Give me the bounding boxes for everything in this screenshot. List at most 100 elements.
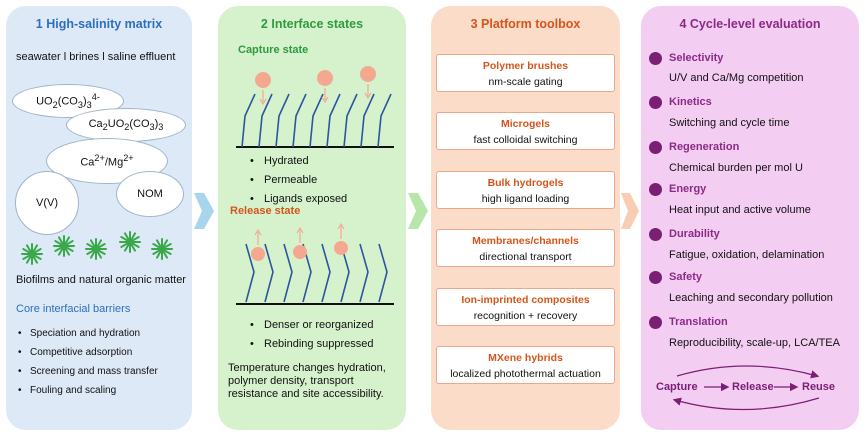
zigzag-chain-icon [343,93,358,148]
criterion-detail: Chemical burden per mol U [669,162,803,174]
cycle-reuse: Reuse [802,381,836,393]
release-state-diagram [236,222,394,305]
panel-title: 1 High-salinity matrix [35,17,163,31]
toolbox-heading: Polymer brushes [482,60,569,72]
nom-label: NOM [137,188,163,200]
nom-ellipse: NOM [116,171,184,217]
biofilm-spoke [22,248,42,260]
zigzag-chain-icon [378,243,388,303]
criterion-heading: Safety [669,271,703,283]
vanadium-ellipse: V(V) [15,171,79,235]
filled-dot-icon [649,316,662,329]
capture-bullet: Hydrated [250,155,309,167]
toolbox-detail: directional transport [479,251,572,263]
zigzag-chain-icon [321,243,331,303]
capture-state-label: Capture state [238,44,309,56]
barrier-item: Speciation and hydration [18,328,140,339]
panel-platform-toolbox: 3 Platform toolbox Polymer brushes nm-sc… [431,6,620,430]
ion-up-arrowhead [296,226,304,234]
zigzag-chain-icon [326,93,341,148]
star-burst-icon [151,238,173,260]
criterion-detail: Reproducibility, scale-up, LCA/TEA [669,337,840,349]
vanadium-label: V(V) [36,197,58,209]
zigzag-chain-icon [360,93,375,148]
cycle-bottom-arrow [672,397,820,411]
toolbox-heading: Ion-imprinted composites [461,294,590,306]
chevron-arrow-icon [621,193,639,229]
release-bullet: Rebinding suppressed [250,338,374,350]
zigzag-chain-icon [309,93,324,148]
circle-icon [360,66,376,82]
filled-dot-icon [649,141,662,154]
panel-interface-states: 2 Interface states Capture state Hydrate… [218,6,406,430]
panel-high-salinity-matrix: 1 High-salinity matrix seawater l brines… [6,6,192,430]
capture-bullet: Ligands exposed [250,193,347,205]
flow-arrow-3 [621,193,639,229]
toolbox-item-mxene-hybrids: MXene hybrids localized photothermal act… [436,346,615,384]
barriers-title: Core interfacial barriers [16,303,131,315]
zigzag-chain-icon [245,243,255,303]
zigzag-chain-icon [264,243,274,303]
biofilm-spoke [120,236,140,248]
filled-dot-icon [649,183,662,196]
zigzag-chain-icon [258,93,273,148]
capture-state-diagram [236,66,394,148]
release-bullet: Denser or reorganized [250,319,374,331]
star-burst-icon [21,243,43,265]
toolbox-item-microgels: Microgels fast colloidal switching [436,112,615,150]
zigzag-chain-icon [359,243,369,303]
criterion-detail: Switching and cycle time [669,117,790,129]
zigzag-chain-icon [377,93,392,148]
criterion-detail: Leaching and secondary pollution [669,292,833,304]
biofilm-spoke [152,243,172,255]
chevron-arrow-icon [194,193,214,229]
ion-up-arrowhead [337,222,345,230]
criterion-heading: Translation [669,316,728,328]
biofilm-label: Biofilms and natural organic matter [16,274,186,286]
barrier-item: Screening and mass transfer [18,366,158,377]
criterion-heading: Energy [669,183,707,195]
ion-down-arrowhead [321,96,329,104]
ion-down-arrowhead [259,98,267,106]
star-burst-icon [85,238,107,260]
panel-title: 2 Interface states [260,17,364,31]
flow-arrow-1 [194,193,214,229]
criterion-heading: Kinetics [669,96,712,108]
toolbox-detail: recognition + recovery [473,310,578,322]
cycle-capture: Capture [656,381,698,393]
filled-dot-icon [649,228,662,241]
ion-down-arrowhead [364,92,372,100]
circle-icon [317,70,333,86]
biofilm-spoke [86,243,106,255]
chevron-arrow-icon [408,193,428,229]
summary-line: Temperature changes hydration, [228,362,386,374]
circle-icon [251,247,265,261]
zigzag-chain-icon [292,93,307,148]
toolbox-heading: Membranes/channels [472,235,579,247]
biofilm-icons [21,231,173,265]
filled-dot-icon [649,52,662,65]
biofilm-spoke [54,240,74,252]
matrix-subtitle: seawater l brines l saline effluent [16,51,176,63]
toolbox-item-polymer-brushes: Polymer brushes nm-scale gating [436,54,615,92]
cycle-top-arrow [676,365,820,379]
summary-line: resistance and site accessibility. [228,388,384,400]
circle-icon [255,72,271,88]
barrier-item: Fouling and scaling [18,385,116,396]
release-state-label: Release state [230,205,301,217]
toolbox-heading: Bulk hydrogels [487,177,564,189]
cycle-release: Release [732,381,774,393]
toolbox-heading: MXene hybrids [488,352,563,364]
zigzag-chain-icon [275,93,290,148]
barrier-item: Competitive adsorption [18,347,132,358]
capture-bullet: Permeable [250,174,317,186]
criterion-detail: Fatigue, oxidation, delamination [669,249,825,261]
toolbox-detail: high ligand loading [481,193,570,205]
toolbox-detail: fast colloidal switching [473,134,578,146]
zigzag-chain-icon [241,93,256,148]
uo2-formula: UO2(CO3)34- [36,92,100,110]
star-burst-icon [119,231,141,253]
ca-mg-formula: Ca2+/Mg2+ [80,153,134,169]
toolbox-item-bulk-hydrogels: Bulk hydrogels high ligand loading [436,171,615,209]
circle-icon [334,241,348,255]
